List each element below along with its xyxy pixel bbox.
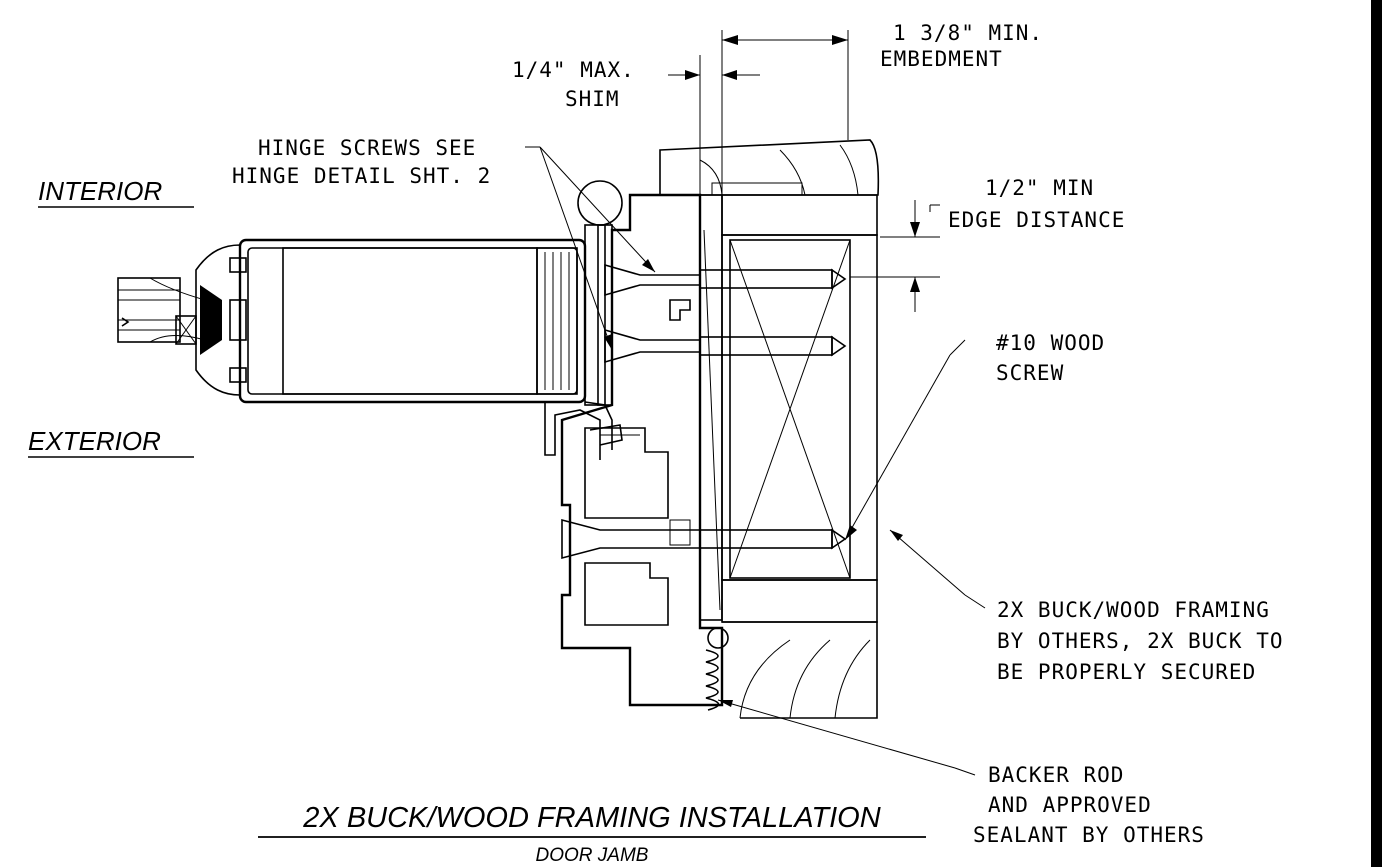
edge-distance-label: 1/2" MIN [985, 176, 1094, 200]
wood-screw-label-2: SCREW [996, 361, 1064, 385]
interior-label: INTERIOR [38, 176, 162, 206]
wood-screw-bottom [561, 518, 847, 560]
backer-rod-sealant [705, 627, 729, 711]
hinge-screws-label-2: HINGE DETAIL SHT. 2 [232, 164, 491, 188]
backer-rod-label-3: SEALANT BY OTHERS [973, 823, 1205, 847]
dimension-embedment [721, 30, 849, 195]
buck-framing-label-3: BE PROPERLY SECURED [997, 660, 1256, 684]
backer-rod-label: BACKER ROD [988, 763, 1124, 787]
wood-screw-label: #10 WOOD [996, 331, 1105, 355]
wood-screw-middle [604, 328, 847, 364]
dimension-edge-distance [850, 200, 940, 312]
buck-framing-label-2: BY OTHERS, 2X BUCK TO [997, 629, 1284, 653]
shim-dimension-label-2: SHIM [565, 87, 620, 111]
leader-wood-screw [844, 339, 966, 541]
drawing-title: 2X BUCK/WOOD FRAMING INSTALLATION [302, 802, 880, 834]
embedment-dimension-label-2: EMBEDMENT [880, 47, 1003, 71]
backer-rod-label-2: AND APPROVED [988, 793, 1152, 817]
buck-framing-label: 2X BUCK/WOOD FRAMING [997, 598, 1270, 622]
exterior-label: EXTERIOR [28, 426, 161, 456]
leader-hinge-screws [525, 146, 656, 351]
drawing-subtitle: DOOR JAMB [536, 845, 649, 866]
leader-backer-rod [717, 699, 976, 776]
hinge-screws-label: HINGE SCREWS SEE [258, 136, 476, 160]
edge-distance-label-2: EDGE DISTANCE [948, 208, 1125, 232]
wood-buck [659, 139, 880, 719]
embedment-dimension-label: 1 3/8" MIN. [893, 21, 1043, 45]
dimension-shim [668, 55, 760, 195]
shim-dimension-label: 1/4" MAX. [512, 58, 635, 82]
door-panel [117, 180, 623, 460]
leader-buck-framing [889, 529, 986, 609]
sheet-border [1371, 0, 1382, 867]
wood-screw-top [604, 263, 847, 297]
